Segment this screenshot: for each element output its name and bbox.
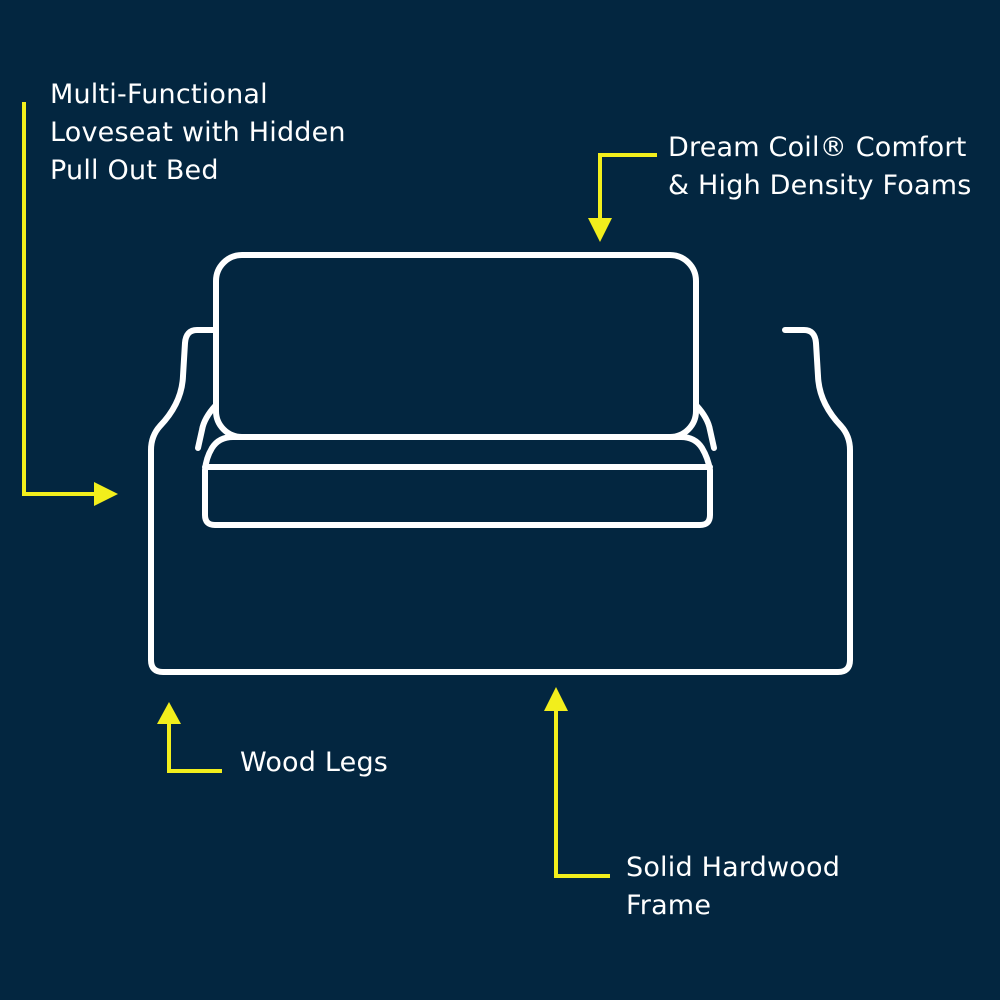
right-arm-inner [693, 402, 717, 451]
back-cushion [213, 252, 699, 440]
callout-text-line: Loveseat with Hidden [50, 117, 346, 148]
callout-text-line: Wood Legs [240, 747, 389, 778]
callout-text-line: Multi-Functional [50, 79, 268, 110]
left-arm-inner [195, 402, 219, 451]
callout-wood-legs: Wood Legs [240, 744, 388, 782]
callout-text-line: Pull Out Bed [50, 155, 219, 186]
callout-arrows [22, 102, 657, 878]
callout-text-line: & High Density Foams [668, 170, 972, 201]
loveseat-outline-icon [148, 252, 853, 675]
arrow-line-multi [22, 102, 98, 496]
callout-dream-coil: Dream Coil® Comfort & High Density Foams [668, 129, 972, 205]
callout-hardwood-frame: Solid Hardwood Frame [626, 849, 840, 925]
callout-multi-functional: Multi-Functional Loveseat with Hidden Pu… [50, 76, 346, 190]
arrowhead-up-icon [157, 702, 181, 724]
callout-text-line: Dream Coil® Comfort [668, 132, 967, 163]
arrow-line-legs [167, 720, 222, 773]
arrow-line-frame [554, 708, 610, 878]
callout-text-line: Frame [626, 890, 712, 921]
arrowhead-up-icon [544, 687, 568, 711]
callout-text-line: Solid Hardwood [626, 852, 841, 883]
seat-cushion [202, 434, 713, 528]
arrowhead-down-icon [588, 218, 612, 242]
left-arm [148, 327, 853, 675]
arrow-line-dream [598, 153, 657, 222]
arrowheads [94, 218, 612, 724]
arrowhead-right-icon [94, 482, 118, 506]
